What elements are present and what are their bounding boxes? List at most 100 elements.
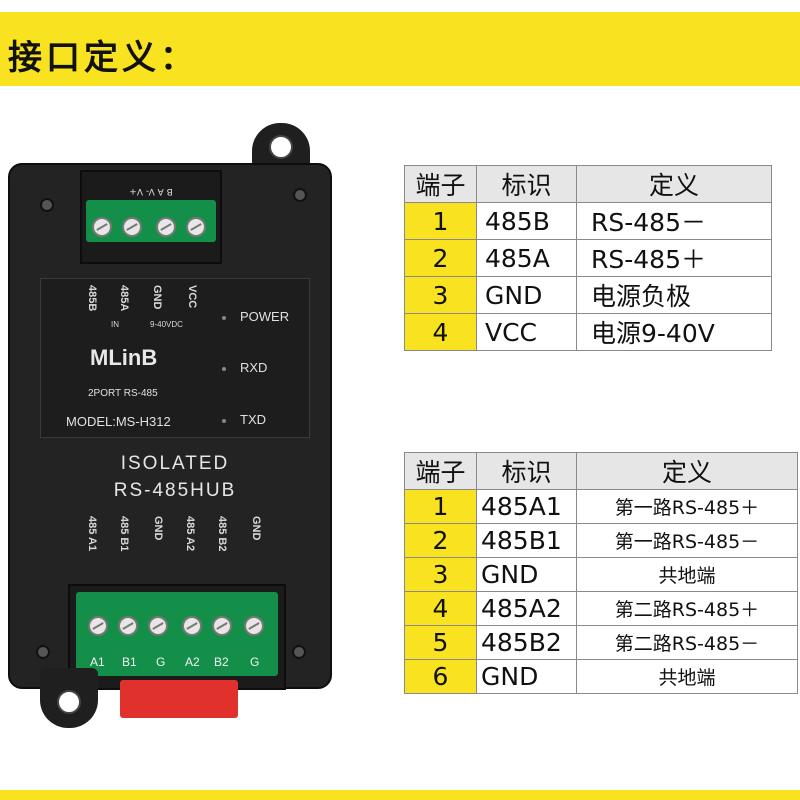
- row-def: 第一路RS-485＋: [576, 489, 798, 524]
- led-rxd-label: RXD: [240, 360, 268, 375]
- row-num: 1: [404, 202, 477, 240]
- front-panel: [40, 278, 310, 438]
- corner-screw: [40, 198, 54, 212]
- row-def: RS-485＋: [576, 239, 772, 277]
- rs485-terminal-table: 端子 标识 定义 1 485A1 第一路RS-485＋ 2 485B1 第一路R…: [404, 452, 798, 694]
- led-txd-label: TXD: [240, 412, 266, 427]
- terminal-screw[interactable]: [148, 616, 168, 636]
- row-num: 6: [404, 659, 477, 694]
- bottom-label-a1: A1: [90, 655, 105, 669]
- din-rail-clip[interactable]: [120, 680, 238, 718]
- port-label-gnd2: GND: [250, 516, 262, 541]
- device-model: MODEL:MS-H312: [66, 414, 171, 429]
- bottom-terminal-green: [76, 592, 278, 676]
- power-terminal-table: 端子 标识 定义 1 485B RS-485－ 2 485A RS-485＋ 3…: [404, 165, 772, 351]
- row-def: 共地端: [576, 557, 798, 592]
- row-num: 1: [404, 489, 477, 524]
- mount-hole: [57, 690, 81, 714]
- port-label-485b2: 485 B2: [216, 516, 228, 552]
- terminal-screw[interactable]: [92, 217, 112, 237]
- table-row: 1 485A1 第一路RS-485＋: [404, 489, 798, 524]
- table-row: 6 GND 共地端: [404, 659, 798, 694]
- table-row: 1 485B RS-485－: [404, 202, 772, 240]
- table-row: 3 GND 电源负极: [404, 276, 772, 314]
- mount-ear-bottom: [40, 668, 98, 728]
- row-num: 4: [404, 591, 477, 626]
- terminal-screw[interactable]: [182, 616, 202, 636]
- bottom-label-b2: B2: [214, 655, 229, 669]
- row-def: 第二路RS-485－: [576, 625, 798, 660]
- bottom-label-g1: G: [156, 655, 166, 669]
- header-terminal: 端子: [404, 165, 477, 203]
- table-header-row: 端子 标识 定义: [404, 452, 798, 490]
- row-id: GND: [476, 557, 577, 592]
- row-num: 2: [404, 523, 477, 558]
- corner-screw: [293, 188, 307, 202]
- row-num: 5: [404, 625, 477, 660]
- row-def: 第一路RS-485－: [576, 523, 798, 558]
- label-485b: 485B: [86, 285, 98, 312]
- row-def: 第二路RS-485＋: [576, 591, 798, 626]
- table-row: 2 485B1 第一路RS-485－: [404, 523, 798, 558]
- row-id: GND: [476, 659, 577, 694]
- table-row: 5 485B2 第二路RS-485－: [404, 625, 798, 660]
- hub-label: RS-485HUB: [113, 480, 237, 501]
- table-row: 4 485A2 第二路RS-485＋: [404, 591, 798, 626]
- row-def: 共地端: [576, 659, 798, 694]
- row-id: GND: [476, 276, 577, 314]
- port-label-485a2: 485 A2: [184, 516, 196, 552]
- rxd-led-icon: [222, 367, 226, 371]
- table-header-row: 端子 标识 定义: [404, 165, 772, 203]
- corner-screw: [36, 645, 50, 659]
- port-label-485b1: 485 B1: [118, 516, 130, 552]
- corner-screw: [292, 645, 306, 659]
- row-id: VCC: [476, 313, 577, 351]
- row-num: 3: [404, 276, 477, 314]
- row-def: 电源9-40V: [576, 313, 772, 351]
- header-definition: 定义: [576, 452, 798, 490]
- bottom-label-b1: B1: [122, 655, 137, 669]
- header-id: 标识: [476, 165, 577, 203]
- label-in: IN: [111, 320, 119, 329]
- row-id: 485A2: [476, 591, 577, 626]
- row-num: 3: [404, 557, 477, 592]
- row-def: RS-485－: [576, 202, 772, 240]
- label-gnd: GND: [151, 285, 163, 310]
- footer-bar: [0, 790, 800, 800]
- power-led-icon: [222, 316, 226, 320]
- row-id: 485A1: [476, 489, 577, 524]
- label-vcc: VCC: [186, 285, 198, 309]
- terminal-screw[interactable]: [156, 217, 176, 237]
- row-id: 485A: [476, 239, 577, 277]
- led-power-label: POWER: [240, 309, 290, 324]
- page-title: 接口定义：: [8, 38, 198, 78]
- terminal-screw[interactable]: [186, 217, 206, 237]
- row-num: 2: [404, 239, 477, 277]
- row-id: 485B: [476, 202, 577, 240]
- row-def: 电源负极: [576, 276, 772, 314]
- header-definition: 定义: [576, 165, 772, 203]
- terminal-screw[interactable]: [122, 217, 142, 237]
- bottom-label-g2: G: [250, 655, 260, 669]
- brand-logo: MLinB: [90, 345, 158, 370]
- header-banner: 接口定义：: [0, 12, 800, 86]
- device-subtitle: 2PORT RS-485: [88, 388, 158, 399]
- table-row: 2 485A RS-485＋: [404, 239, 772, 277]
- top-terminal-print: B A V- V+: [129, 186, 173, 196]
- row-num: 4: [404, 313, 477, 351]
- table-row: 3 GND 共地端: [404, 557, 798, 592]
- terminal-screw[interactable]: [212, 616, 232, 636]
- port-label-gnd1: GND: [152, 516, 164, 541]
- header-id: 标识: [476, 452, 577, 490]
- terminal-screw[interactable]: [118, 616, 138, 636]
- row-id: 485B1: [476, 523, 577, 558]
- port-label-485a1: 485 A1: [86, 516, 98, 552]
- mount-hole: [269, 135, 293, 159]
- label-voltage: 9-40VDC: [150, 320, 183, 329]
- bottom-label-a2: A2: [185, 655, 200, 669]
- terminal-screw[interactable]: [88, 616, 108, 636]
- txd-led-icon: [222, 419, 226, 423]
- label-485a: 485A: [118, 285, 130, 312]
- terminal-screw[interactable]: [244, 616, 264, 636]
- header-terminal: 端子: [404, 452, 477, 490]
